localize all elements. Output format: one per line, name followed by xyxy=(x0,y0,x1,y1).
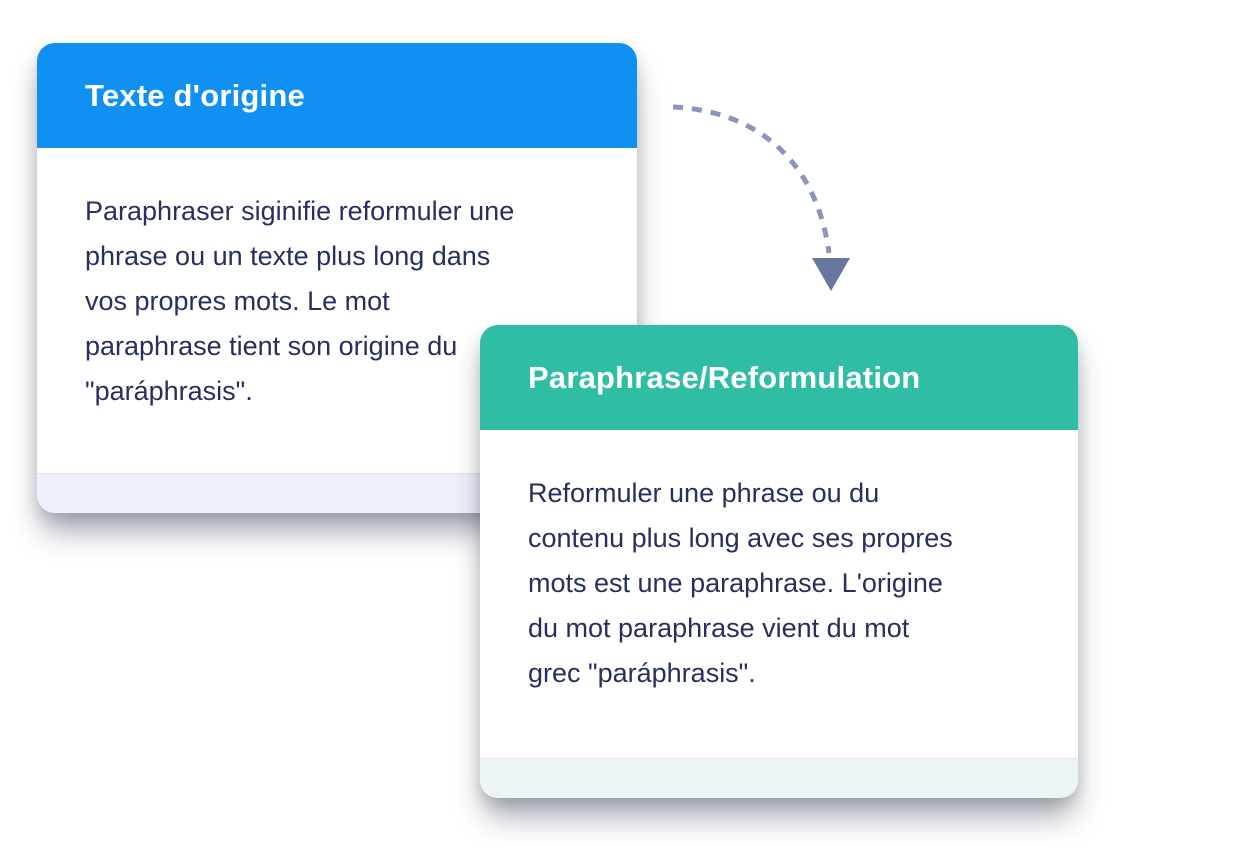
card-original-text: Texte d'origine Paraphraser siginifie re… xyxy=(37,43,637,513)
body-line: phrase ou un texte plus long dans xyxy=(85,241,491,271)
card-paraphrase-body: Reformuler une phrase ou du contenu plus… xyxy=(480,430,1078,696)
body-line: paraphrase tient son origine du xyxy=(85,331,458,361)
body-line: du mot paraphrase vient du mot xyxy=(528,613,910,643)
card-original-title: Texte d'origine xyxy=(85,77,305,113)
card-paraphrase-header: Paraphrase/Reformulation xyxy=(480,325,1078,430)
card-paraphrase-title: Paraphrase/Reformulation xyxy=(528,359,921,395)
card-paraphrase-footer xyxy=(480,758,1078,798)
card-original-body: Paraphraser siginifie reformuler une phr… xyxy=(37,148,637,414)
curved-arrow-icon xyxy=(655,90,865,305)
body-line: grec "paráphrasis". xyxy=(528,658,756,688)
card-paraphrase: Paraphrase/Reformulation Reformuler une … xyxy=(480,325,1078,798)
body-line: Reformuler une phrase ou du xyxy=(528,478,880,508)
body-line: "paráphrasis". xyxy=(85,376,253,406)
card-original-header: Texte d'origine xyxy=(37,43,637,148)
body-line: mots est une paraphrase. L'origine xyxy=(528,568,943,598)
body-line: contenu plus long avec ses propres xyxy=(528,523,953,553)
body-line: Paraphraser siginifie reformuler une xyxy=(85,196,515,226)
body-line: vos propres mots. Le mot xyxy=(85,286,390,316)
